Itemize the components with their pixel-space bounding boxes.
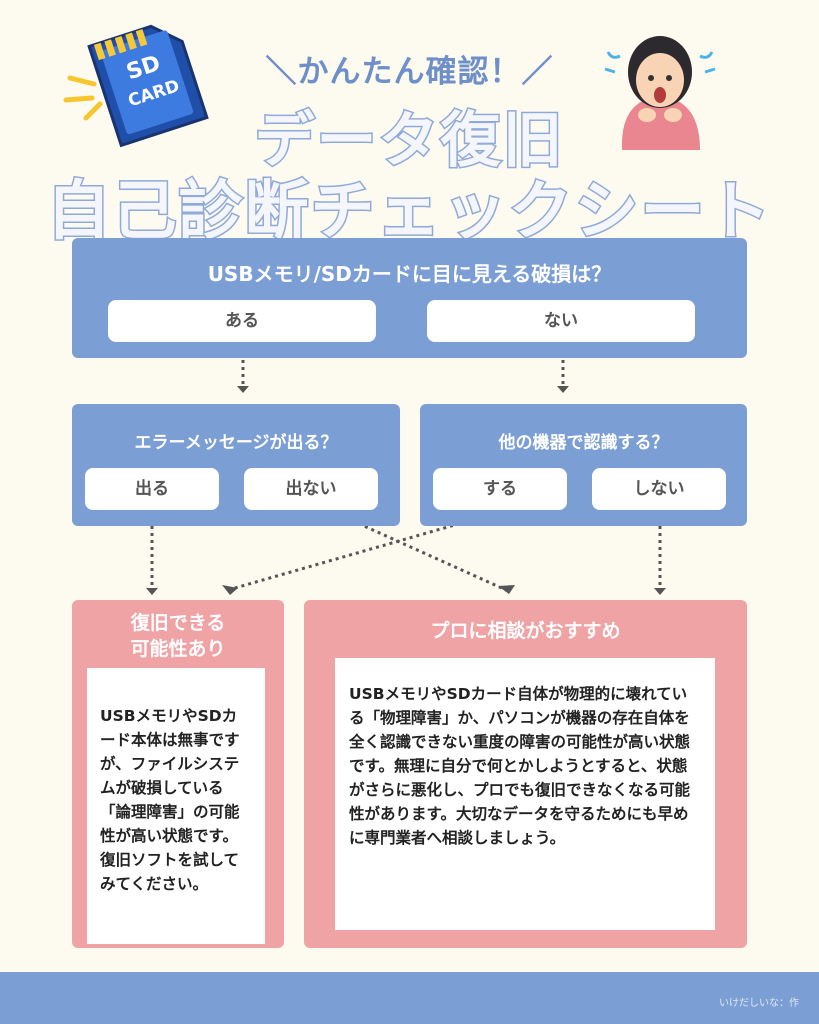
flow-arrows xyxy=(150,360,662,592)
result-consult-title: プロに相談がおすすめ xyxy=(430,620,621,642)
question-2-right-text: 他の機器で認識する？ xyxy=(498,433,669,453)
answer-denai-button[interactable]: 出ない xyxy=(244,468,378,510)
result-recoverable-body: USBメモリやSDカード本体は無事ですが、ファイルシステムが破損している「論理障… xyxy=(87,668,265,944)
spark-icon xyxy=(63,75,103,121)
result-consult-box: プロに相談がおすすめ USBメモリやSDカード自体が物理的に壊れている「物理障害… xyxy=(304,600,747,948)
question-1-box: USBメモリ/SDカードに目に見える破損は？ ある ない xyxy=(72,238,747,358)
answer-deru-button[interactable]: 出る xyxy=(85,468,219,510)
result-recoverable-title-2: 可能性あり xyxy=(130,638,226,660)
result-recoverable-title-1: 復旧できる xyxy=(130,612,226,634)
footer-credit: いけだしいな：作 xyxy=(719,998,799,1009)
footer-bar xyxy=(0,972,819,1024)
answer-shinai-button[interactable]: しない xyxy=(592,468,726,510)
result-recoverable-box: 復旧できる 可能性あり USBメモリやSDカード本体は無事ですが、ファイルシステ… xyxy=(72,600,284,948)
question-1-text: USBメモリ/SDカードに目に見える破損は？ xyxy=(207,262,612,286)
question-2-left-text: エラーメッセージが出る？ xyxy=(134,433,338,453)
result-consult-body: USBメモリやSDカード自体が物理的に壊れている「物理障害」か、パソコンが機器の… xyxy=(335,658,715,930)
answer-nai-button[interactable]: ない xyxy=(427,300,695,342)
arrow-suru xyxy=(227,510,501,592)
page-title-line-1: データ復旧 xyxy=(253,105,565,178)
answer-aru-button[interactable]: ある xyxy=(108,300,376,342)
worried-person-illustration xyxy=(604,36,716,150)
answer-suru-button[interactable]: する xyxy=(433,468,567,510)
sd-card-illustration: SD CARD xyxy=(87,24,209,148)
header-subtitle: ＼かんたん確認！／ xyxy=(265,54,554,90)
arrow-heads xyxy=(146,386,666,595)
question-2-right-box: 他の機器で認識する？ する しない xyxy=(420,404,747,526)
question-2-left-box: エラーメッセージが出る？ 出る 出ない xyxy=(72,404,400,526)
page-title-line-2: 自己診断チェックシート xyxy=(45,174,773,251)
